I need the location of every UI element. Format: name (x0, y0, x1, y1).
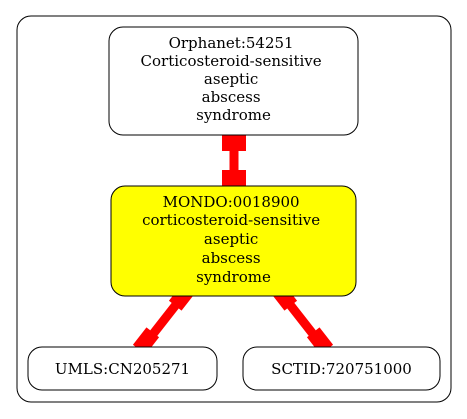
node-mondo-box (110, 185, 357, 297)
node-sctid-line: SCTID:720751000 (271, 360, 412, 378)
node-orphanet-line: abscess (202, 88, 261, 106)
node-mondo[interactable]: MONDO:0018900 corticosteroid-sensitive a… (110, 185, 357, 297)
node-umls[interactable]: UMLS:CN205271 (27, 346, 218, 391)
node-mondo-line: corticosteroid-sensitive (142, 211, 320, 229)
node-orphanet-line: Corticosteroid-sensitive (141, 52, 322, 70)
node-sctid-box (242, 346, 441, 391)
node-sctid-label: SCTID:720751000 (271, 360, 412, 378)
node-orphanet-line: syndrome (196, 106, 271, 124)
node-orphanet-line: aseptic (204, 70, 258, 88)
edge-orphanet-to-mondo (222, 131, 246, 190)
node-mondo-line: aseptic (204, 230, 258, 248)
node-mondo-line: abscess (202, 249, 261, 267)
node-orphanet-line: Orphanet:54251 (169, 34, 294, 52)
edge-arrowhead-bottom (222, 170, 246, 190)
edge-arrowhead-top (222, 131, 246, 151)
node-umls-label: UMLS:CN205271 (55, 360, 190, 378)
node-orphanet[interactable]: Orphanet:54251 Corticosteroid-sensitive … (108, 26, 359, 136)
node-orphanet-box (108, 26, 359, 136)
node-mondo-line: syndrome (196, 268, 271, 286)
node-mondo-line: MONDO:0018900 (163, 193, 300, 211)
node-sctid[interactable]: SCTID:720751000 (242, 346, 441, 391)
node-umls-line: UMLS:CN205271 (55, 360, 190, 378)
node-mondo-label: MONDO:0018900 corticosteroid-sensitive a… (142, 193, 325, 286)
node-umls-box (27, 346, 218, 391)
node-orphanet-label: Orphanet:54251 Corticosteroid-sensitive … (141, 34, 327, 124)
